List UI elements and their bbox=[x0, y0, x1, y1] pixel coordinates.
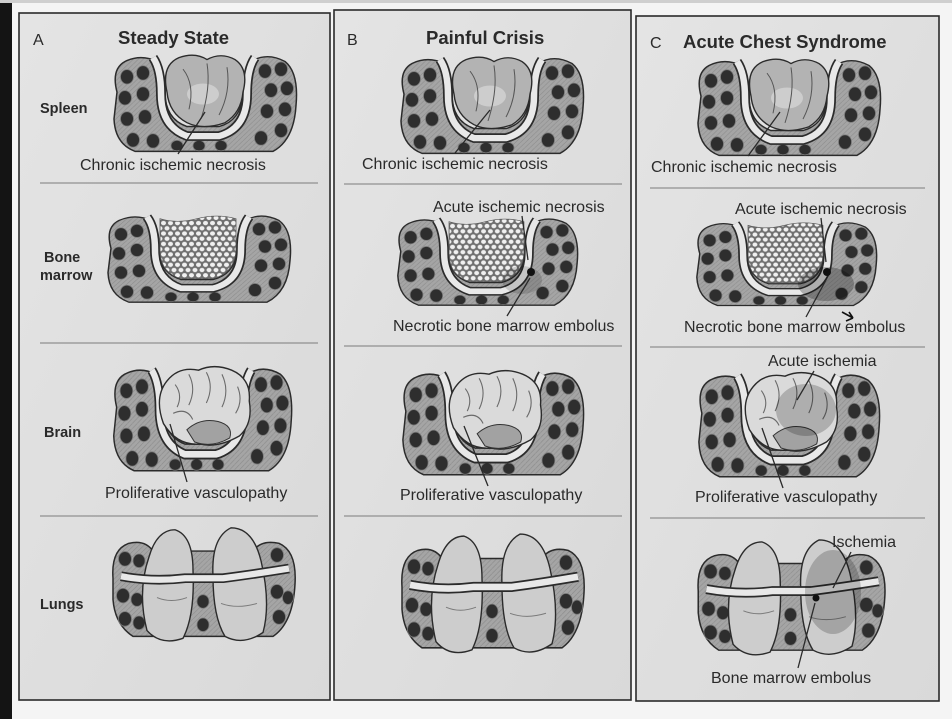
bone-marrow-illustration bbox=[108, 216, 291, 302]
scan-top-edge bbox=[0, 0, 952, 3]
row-label-lungs: Lungs bbox=[40, 597, 84, 613]
panel-b: B Painful Crisis Chronic ischemic necros… bbox=[334, 10, 631, 700]
annotation-label: Proliferative vasculopathy bbox=[695, 489, 877, 506]
annotation-label: Necrotic bone marrow embolus bbox=[393, 318, 614, 335]
panel-letter: B bbox=[347, 32, 358, 49]
embolus-mark bbox=[823, 268, 831, 276]
row-label-spleen: Spleen bbox=[40, 101, 88, 117]
ischemia-shading bbox=[805, 550, 861, 634]
row-label-bone: Bone bbox=[44, 250, 80, 266]
spleen-illustration bbox=[698, 59, 881, 155]
panel-title: Steady State bbox=[118, 27, 229, 48]
annotation-label: Proliferative vasculopathy bbox=[105, 485, 287, 502]
annotation-label: Proliferative vasculopathy bbox=[400, 487, 582, 504]
brain-illustration bbox=[114, 367, 292, 471]
annotation-label: Chronic ischemic necrosis bbox=[80, 157, 266, 174]
row-label-marrow: marrow bbox=[40, 268, 93, 284]
spleen-illustration bbox=[401, 57, 584, 153]
annotation-label: Ischemia bbox=[832, 534, 896, 551]
panel-letter: A bbox=[33, 32, 44, 49]
panel-letter: C bbox=[650, 35, 662, 52]
annotation-label: Chronic ischemic necrosis bbox=[651, 159, 837, 176]
embolus-mark bbox=[527, 268, 535, 276]
annotation-label: Acute ischemic necrosis bbox=[735, 201, 907, 218]
brain-illustration bbox=[403, 371, 584, 475]
panel-title: Painful Crisis bbox=[426, 27, 544, 48]
annotation-label: Necrotic bone marrow embolus bbox=[684, 319, 905, 336]
embolus-mark bbox=[813, 595, 820, 602]
annotation-label: Chronic ischemic necrosis bbox=[362, 156, 548, 173]
panel-c: C Acute Chest Syndrome Chronic ischemic … bbox=[636, 16, 939, 701]
panel-a: A Steady State Spleen Bone marrow Brain … bbox=[19, 13, 330, 700]
bone-marrow-illustration bbox=[398, 219, 578, 305]
panel-title: Acute Chest Syndrome bbox=[683, 31, 887, 52]
annotation-label: Acute ischemia bbox=[768, 353, 877, 370]
scan-left-edge bbox=[0, 0, 12, 719]
necrosis-shading bbox=[502, 266, 542, 294]
row-label-brain: Brain bbox=[44, 425, 81, 441]
annotation-label: Bone marrow embolus bbox=[711, 670, 871, 687]
spleen-illustration bbox=[114, 55, 297, 151]
ischemia-shading bbox=[776, 384, 836, 436]
annotation-label: Acute ischemic necrosis bbox=[433, 199, 605, 216]
